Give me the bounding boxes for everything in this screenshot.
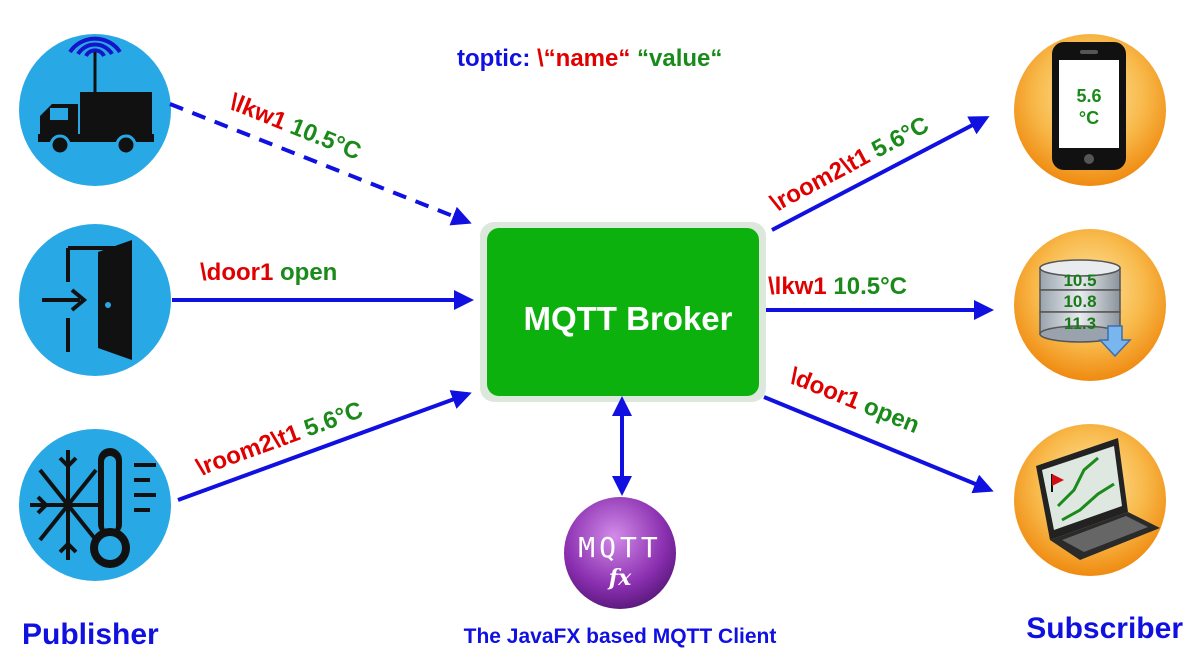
db-value-3: 11.3 [1064, 314, 1096, 333]
phone-value: 5.6°C [862, 111, 934, 166]
truck-message-label: \lkw1 10.5°C [226, 89, 365, 166]
phone-reading-value: 5.6 [1076, 86, 1101, 106]
database-message-label: \lkw1 10.5°C [768, 273, 907, 300]
title-value: “value“ [630, 45, 722, 72]
broker-label: MQTT Broker [523, 300, 732, 337]
truck-to-broker-arrow [169, 102, 472, 226]
publisher-caption: Publisher [22, 618, 159, 651]
db-value-1: 10.5 [1063, 271, 1096, 290]
logo-mqtt-text: MQTT [578, 531, 661, 564]
db-value-2: 10.8 [1063, 292, 1096, 311]
database-subscriber-icon: 10.5 10.8 11.3 [1010, 225, 1170, 385]
phone-reading-unit: °C [1079, 108, 1099, 128]
title-name: \“name“ [537, 45, 630, 72]
download-arrow-icon [1098, 325, 1132, 358]
laptop-subscriber-icon [1010, 420, 1170, 580]
phone-subscriber-icon: 5.6 °C [1010, 30, 1170, 190]
database-topic: \lkw1 [768, 273, 827, 300]
laptop-topic: \door1 [786, 363, 864, 416]
door-value: open [273, 259, 337, 286]
logo-fx-text: fx [607, 565, 632, 591]
laptop-message-label: \door1 open [786, 363, 923, 439]
phone-message-label: \room2\t1 5.6°C [766, 111, 933, 217]
door-message-label: \door1 open [200, 259, 337, 286]
truck-topic: \lkw1 [226, 89, 291, 136]
truck-publisher-icon [19, 34, 171, 186]
mqtt-broker-box [487, 228, 759, 396]
door-publisher-icon [19, 224, 171, 376]
broker-to-phone-arrow [771, 116, 990, 232]
topic-format-title: toptic: \“name“ “value“ [457, 45, 722, 72]
database-value: 10.5°C [827, 273, 907, 300]
thermo-to-broker-arrow [177, 390, 472, 502]
subscriber-caption: Subscriber [1026, 612, 1183, 645]
thermometer-publisher-icon [19, 429, 171, 581]
title-prefix: toptic: [457, 45, 537, 72]
temp-value: 5.6°C [294, 396, 366, 444]
door-topic: \door1 [200, 259, 273, 286]
client-caption: The JavaFX based MQTT Client [464, 625, 777, 648]
laptop-value: open [854, 390, 923, 439]
mqttfx-logo-icon: MQTT fx [564, 497, 676, 609]
broker-to-laptop-arrow [763, 395, 994, 494]
truck-value: 10.5°C [280, 111, 365, 166]
